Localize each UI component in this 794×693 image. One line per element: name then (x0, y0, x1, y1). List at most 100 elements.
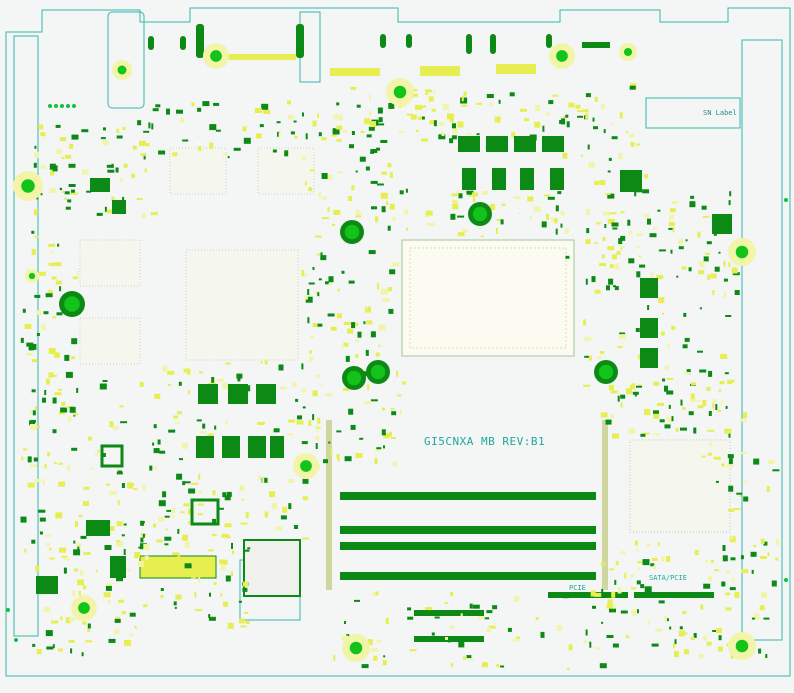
smd-part (583, 639, 588, 643)
smd-part (209, 142, 214, 149)
smd-part (727, 454, 734, 459)
smd-part (263, 110, 271, 114)
smd-part (52, 429, 57, 434)
smd-part (301, 269, 305, 276)
smd-part (198, 473, 201, 480)
smd-part (191, 575, 197, 579)
smd-part (65, 617, 71, 624)
smd-part (681, 266, 687, 270)
board-revision-label: GI5CNXA MB REV:B1 (424, 435, 546, 448)
smd-part (725, 315, 732, 317)
smd-part (634, 392, 637, 397)
smd-part (728, 458, 733, 465)
smd-part (368, 250, 376, 255)
smd-part (619, 112, 623, 119)
smd-part (668, 214, 674, 220)
smd-part (36, 310, 42, 316)
smd-part (391, 411, 397, 416)
smd-part (685, 239, 688, 242)
smd-part (619, 332, 626, 335)
smd-part (699, 369, 707, 373)
smd-part (557, 191, 562, 195)
smd-part (442, 104, 449, 110)
smd-part (378, 344, 381, 347)
smd-part (129, 612, 136, 617)
smd-part (529, 216, 533, 220)
smd-part (177, 555, 181, 559)
smd-part (213, 582, 217, 585)
smd-part (175, 594, 182, 600)
smd-part (254, 108, 262, 113)
smd-part (35, 565, 40, 572)
smd-part (715, 404, 718, 410)
smd-part (103, 127, 106, 131)
smd-part (323, 459, 328, 464)
smd-part (703, 583, 711, 589)
smd-part (37, 425, 41, 428)
smd-part (357, 331, 362, 338)
smd-part (609, 568, 615, 571)
smd-part (520, 108, 527, 112)
smd-part (734, 290, 740, 295)
smd-part (682, 610, 687, 614)
smd-part (609, 212, 617, 215)
smd-part (452, 200, 458, 203)
smd-part (355, 215, 362, 218)
smd-part (604, 224, 607, 228)
smd-part (69, 406, 76, 413)
pcie-slot-label: PCIE (569, 584, 586, 592)
smd-part (461, 228, 468, 233)
smd-part (172, 552, 180, 556)
smd-part (592, 117, 595, 122)
smd-part (603, 129, 606, 134)
smd-part (121, 534, 125, 537)
smd-part (634, 190, 637, 197)
smd-part (728, 432, 731, 438)
smd-part (70, 192, 78, 195)
smd-part (343, 342, 349, 347)
smd-part (668, 404, 671, 409)
smd-part (153, 466, 158, 470)
smd-part (594, 96, 598, 102)
smd-part (278, 364, 284, 371)
smd-part (309, 335, 314, 338)
smd-part (458, 641, 465, 648)
smd-part (625, 635, 629, 639)
smd-part (236, 373, 243, 379)
smd-part (433, 91, 436, 95)
smd-part (638, 383, 643, 387)
smd-part (38, 509, 46, 513)
smd-part (381, 407, 385, 411)
smd-part (176, 109, 183, 114)
smd-part (600, 562, 606, 566)
smd-part (620, 394, 626, 399)
smd-part (188, 521, 190, 525)
smd-part (122, 127, 126, 130)
smd-part (317, 417, 321, 424)
smd-part (58, 648, 63, 652)
smd-part (49, 188, 56, 194)
smd-part (141, 521, 145, 524)
smd-part (220, 565, 226, 571)
smd-part (164, 543, 169, 546)
smd-part (332, 128, 340, 135)
smd-part (600, 104, 605, 110)
smd-part (670, 249, 673, 254)
smd-part (583, 319, 587, 326)
smd-part (668, 227, 674, 230)
smd-part (712, 402, 715, 409)
smd-part (616, 250, 621, 255)
smd-part (739, 495, 742, 497)
smd-part (238, 600, 242, 603)
smd-part (644, 586, 652, 593)
smd-part (301, 441, 308, 445)
smd-part (640, 433, 646, 437)
edge-markers (6, 104, 788, 642)
smd-part (524, 118, 529, 122)
smd-part (184, 481, 191, 484)
smd-part (85, 640, 93, 643)
smd-part (407, 616, 414, 620)
smd-part (492, 605, 498, 610)
smd-part (498, 99, 501, 104)
